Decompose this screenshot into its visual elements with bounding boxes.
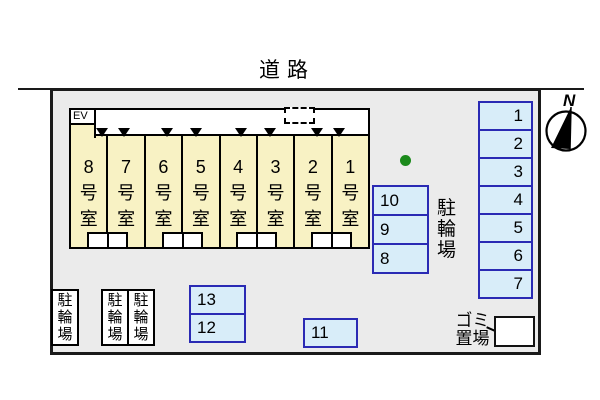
bicycle-parking-label: 駐輪場 [436,198,456,261]
room-3: 3号室 [255,136,293,247]
building-rooms: 8号室 7号室 6号室 5号室 4号室 3号室 2号室 1号室 [69,134,370,249]
porch-box [162,232,203,249]
porch-divider [255,234,258,247]
parking-space-9: 9 [372,214,429,245]
parking-column-1-7: 1 2 3 4 5 6 7 [478,101,533,299]
porch-box [311,232,352,249]
door-marker-icon [96,128,108,137]
bicycle-parking-box: 駐輪場 [127,289,155,346]
door-marker-icon [161,128,173,137]
room-7: 7号室 [106,136,143,247]
elevator-box: EV [69,108,96,125]
room-4: 4号室 [218,136,256,247]
parking-space-3: 3 [478,157,533,187]
compass-north-icon: N [545,91,587,152]
room-2: 2号室 [293,136,330,247]
road-label: 道路 [259,59,315,82]
parking-space-10: 10 [372,185,429,216]
room-5-label: 5号室 [191,157,210,229]
bicycle-parking-box: 駐輪場 [51,289,79,346]
room-7-label: 7号室 [117,157,136,229]
room-1: 1号室 [330,136,368,247]
garbage-area-label: ゴミ置場 [455,311,490,348]
porch-box [87,232,128,249]
door-marker-icon [190,128,202,137]
room-5: 5号室 [181,136,218,247]
door-marker-icon [264,128,276,137]
room-4-label: 4号室 [229,157,248,229]
parking-column-8-10: 10 9 8 [372,185,429,274]
parking-space-11: 11 [303,318,358,348]
room-6-label: 6号室 [154,157,173,229]
room-1-label: 1号室 [341,157,360,229]
compass-n-label: N [563,91,576,110]
room-8: 8号室 [71,136,106,247]
porch-divider [330,234,333,247]
parking-space-1: 1 [478,101,533,131]
parking-space-8: 8 [372,243,429,274]
bicycle-parking-box: 駐輪場 [101,289,129,346]
door-marker-icon [333,128,345,137]
tree-dot-icon [400,155,411,166]
room-2-label: 2号室 [303,157,322,229]
building-corridor [69,108,370,136]
porch-divider [106,234,109,247]
parking-space-6: 6 [478,241,533,271]
parking-column-12-13: 13 12 [189,285,246,343]
room-8-label: 8号室 [79,157,98,229]
parking-space-13: 13 [189,285,246,315]
door-marker-icon [235,128,247,137]
parking-space-12: 12 [189,313,246,343]
porch-box [236,232,277,249]
stair-opening-dashed-box [284,107,315,124]
room-3-label: 3号室 [266,157,285,229]
room-6: 6号室 [143,136,181,247]
parking-space-2: 2 [478,129,533,159]
parking-space-4: 4 [478,185,533,215]
parking-space-5: 5 [478,213,533,243]
building-left-wall-patch [71,123,96,138]
parking-space-7: 7 [478,269,533,299]
door-marker-icon [118,128,130,137]
garbage-box [494,316,535,347]
porch-divider [181,234,184,247]
door-marker-icon [311,128,323,137]
